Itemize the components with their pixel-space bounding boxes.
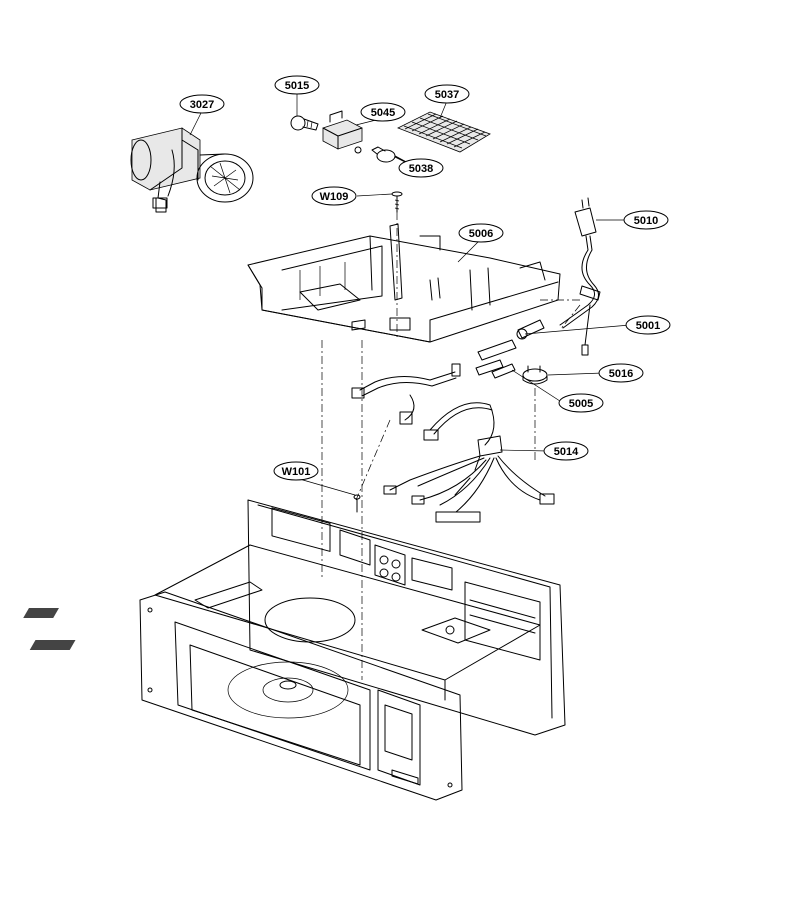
label-balloon (398, 158, 444, 178)
label-balloon (625, 315, 671, 335)
assembly-lines (321, 212, 581, 680)
label-text: W101 (282, 466, 311, 478)
label-text: 5045 (371, 107, 395, 119)
label-fan-motor-assembly: 3027 (179, 94, 225, 114)
label-balloon (311, 186, 357, 206)
label-text: 5038 (409, 163, 433, 175)
label-balloon (360, 102, 406, 122)
lamp-socket-bracket-drawing (322, 110, 363, 154)
noise-filter-drawing (475, 339, 517, 379)
screw-top-drawing (391, 191, 403, 213)
label-balloon (424, 84, 470, 104)
wire-harness-drawing (351, 363, 555, 523)
thermostat-drawing (522, 365, 548, 385)
fuse-drawing (516, 319, 545, 340)
label-screw-cavity: W101 (273, 461, 319, 481)
label-text: 5010 (634, 215, 658, 227)
label-lamp-socket: 5038 (398, 158, 444, 178)
label-balloon (623, 210, 669, 230)
leader-lines (189, 92, 631, 496)
label-text: 5001 (636, 320, 660, 332)
label-balloon (558, 393, 604, 413)
fan-motor-drawing (130, 127, 254, 213)
control-bracket-drawing (247, 223, 561, 343)
screw-cavity-drawing (353, 494, 361, 513)
lamp-bulb-drawing (290, 115, 319, 131)
label-balloon (273, 461, 319, 481)
label-text: 5016 (609, 368, 633, 380)
label-screw-top: W109 (311, 186, 357, 206)
label-balloon (543, 441, 589, 461)
power-cord-drawing (559, 197, 601, 356)
oven-cavity-drawing (23, 499, 566, 801)
label-balloon (598, 363, 644, 383)
label-text: W109 (320, 191, 349, 203)
label-lamp-socket-bracket: 5045 (360, 102, 406, 122)
label-lamp-bulb: 5015 (274, 75, 320, 95)
label-text: 5005 (569, 398, 593, 410)
label-text: 5037 (435, 89, 459, 101)
label-fuse: 5001 (625, 315, 671, 335)
label-noise-filter: 5005 (558, 393, 604, 413)
label-balloon (274, 75, 320, 95)
label-power-cord: 5010 (623, 210, 669, 230)
label-text: 5014 (554, 446, 579, 458)
label-balloon (458, 223, 504, 243)
label-wire-harness: 5014 (543, 441, 589, 461)
label-text: 5006 (469, 228, 493, 240)
label-thermostat: 5016 (598, 363, 644, 383)
label-text: 3027 (190, 99, 214, 111)
filter-screen-drawing (397, 111, 491, 153)
label-filter-screen: 5037 (424, 84, 470, 104)
label-control-bracket: 5006 (458, 223, 504, 243)
label-text: 5015 (285, 80, 309, 92)
label-balloon (179, 94, 225, 114)
